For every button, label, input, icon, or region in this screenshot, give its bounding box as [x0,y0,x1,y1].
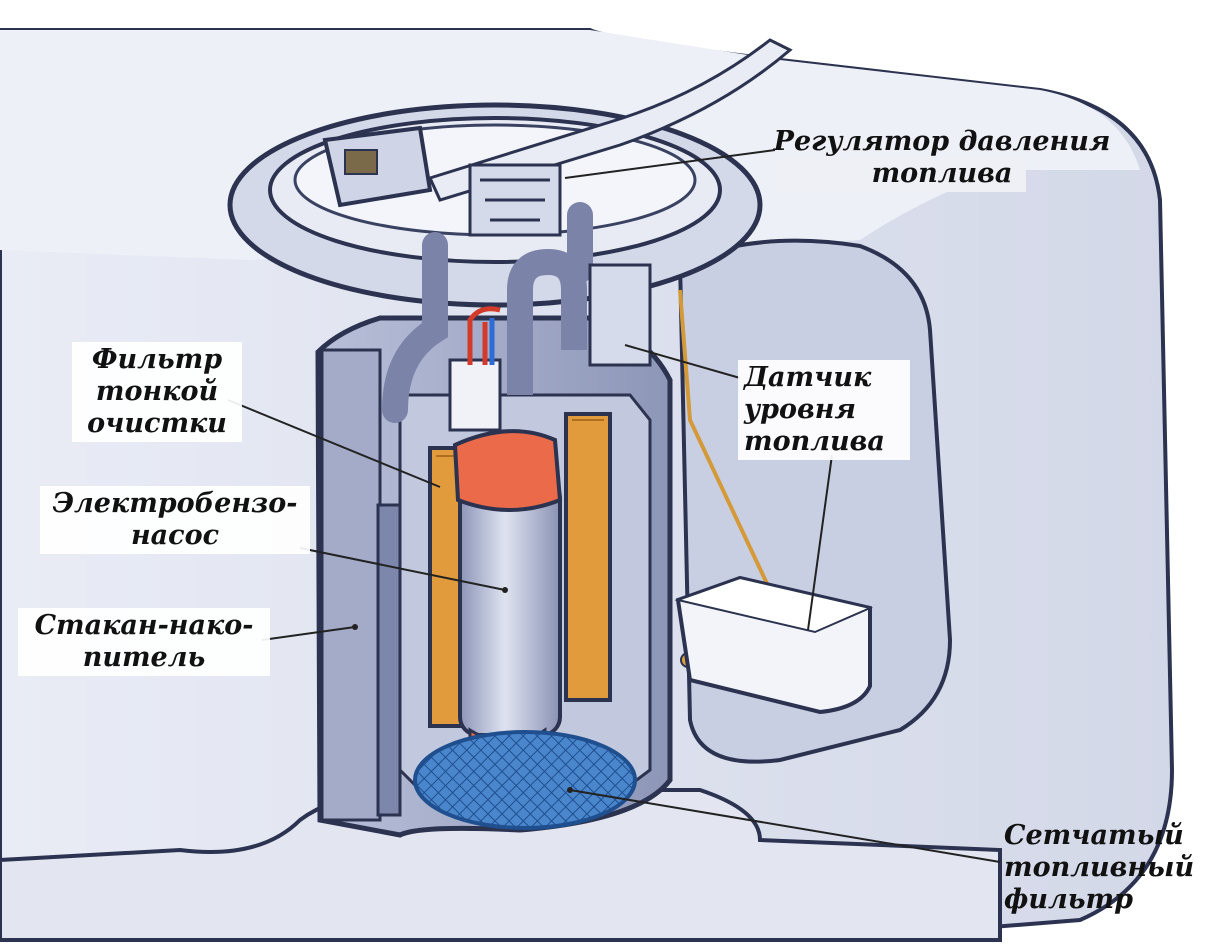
leader-mesh [569,789,1001,863]
fine-filter-left [428,446,464,728]
float-top [674,576,874,634]
tube-left [382,232,448,423]
leader-cup [261,626,356,641]
leader-regulator [564,149,776,179]
label-electric-fuel-pump: Электробензо- насос [40,486,310,554]
pump-body [458,478,562,737]
label-reservoir-cup: Стакан-нако- питель [18,608,270,676]
label-fuel-level-sensor: Датчик уровня топлива [738,360,910,460]
outlet-hose [427,38,793,202]
dot-cup [352,624,358,630]
regulator-lines [480,178,550,222]
pump-plug [448,358,502,432]
filter-hatch [436,419,604,457]
pump-wires [467,306,501,365]
mesh-fuel-filter [413,730,637,830]
leader-lines [227,149,1001,863]
leader-pump [299,547,506,591]
pump-top [452,429,563,512]
level-sensor-arm [678,289,772,591]
label-pressure-regulator: Регулятор давления топлива [773,126,1111,189]
fine-filter-right [564,412,612,702]
regulator-label-bg [776,158,1026,192]
leader-fine-filter [227,399,441,488]
label-mesh-fuel-filter: Сетчатый топливный фильтр [1004,820,1195,915]
cup-left-wall [320,348,382,822]
cup-left-inner-slot [376,503,402,817]
label-fine-filter: Фильтр тонкой очистки [72,342,242,442]
leader-sensor [624,344,741,379]
dot-pump [502,587,508,593]
dot-mesh [567,787,573,793]
connector-pins [344,149,378,175]
leader-float [807,454,833,631]
